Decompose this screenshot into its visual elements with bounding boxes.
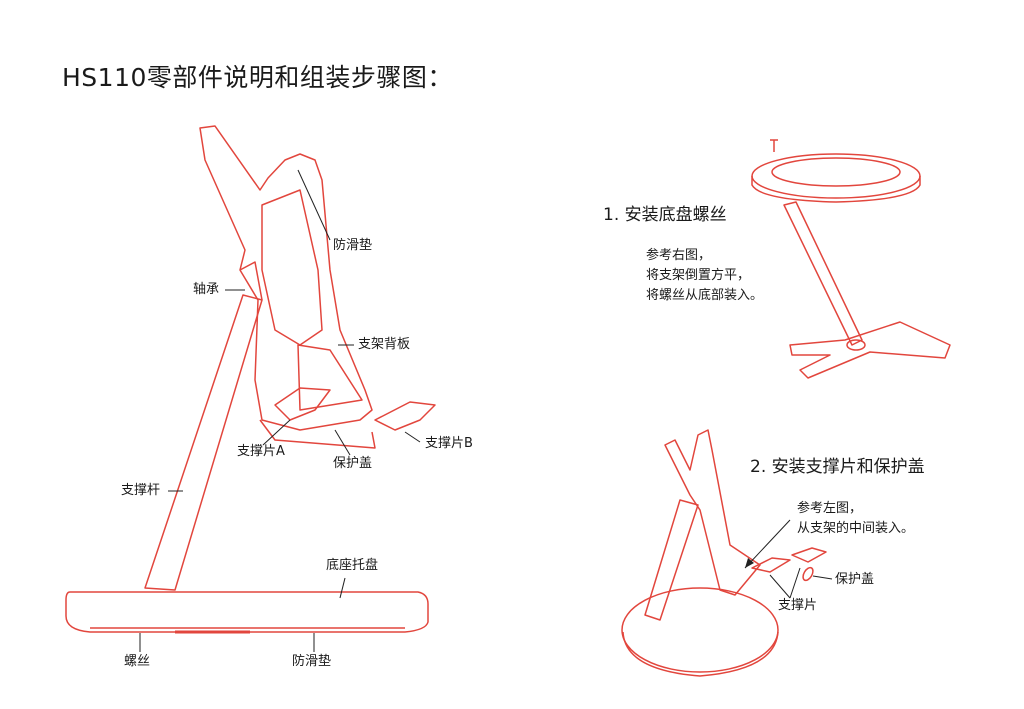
- label-support-a: 支撑片A: [237, 444, 285, 459]
- step2-drawing: [621, 429, 833, 677]
- label-support-b: 支撑片B: [425, 436, 473, 451]
- label-base-tray: 底座托盘: [326, 558, 379, 573]
- step1-line: 将支架倒置方平，: [646, 268, 751, 283]
- step2-support-label: 支撑片: [778, 598, 818, 613]
- step2-title: 2. 安装支撑片和保护盖: [750, 457, 925, 477]
- step2-cover-label: 保护盖: [835, 572, 875, 587]
- label-back-plate: 支架背板: [358, 337, 411, 352]
- page-title: HS110零部件说明和组装步骤图：: [62, 63, 453, 92]
- step2-line: 参考左图，: [797, 501, 863, 516]
- label-anti-slip-pad-bottom: 防滑垫: [292, 654, 332, 669]
- label-screw: 螺丝: [124, 654, 151, 669]
- label-protective-cover: 保护盖: [333, 456, 373, 471]
- label-support-rod: 支撑杆: [121, 483, 161, 498]
- main-stand-drawing: [65, 125, 436, 634]
- label-bearing: 轴承: [193, 282, 220, 297]
- label-anti-slip-pad-top: 防滑垫: [333, 238, 373, 253]
- step1-title: 1. 安装底盘螺丝: [603, 205, 727, 225]
- step1-drawing: [751, 139, 951, 379]
- step1-line: 参考右图，: [646, 248, 712, 263]
- leader-lines: [139, 169, 421, 652]
- step1-line: 将螺丝从底部装入。: [646, 288, 764, 303]
- step2-line: 从支架的中间装入。: [797, 521, 915, 536]
